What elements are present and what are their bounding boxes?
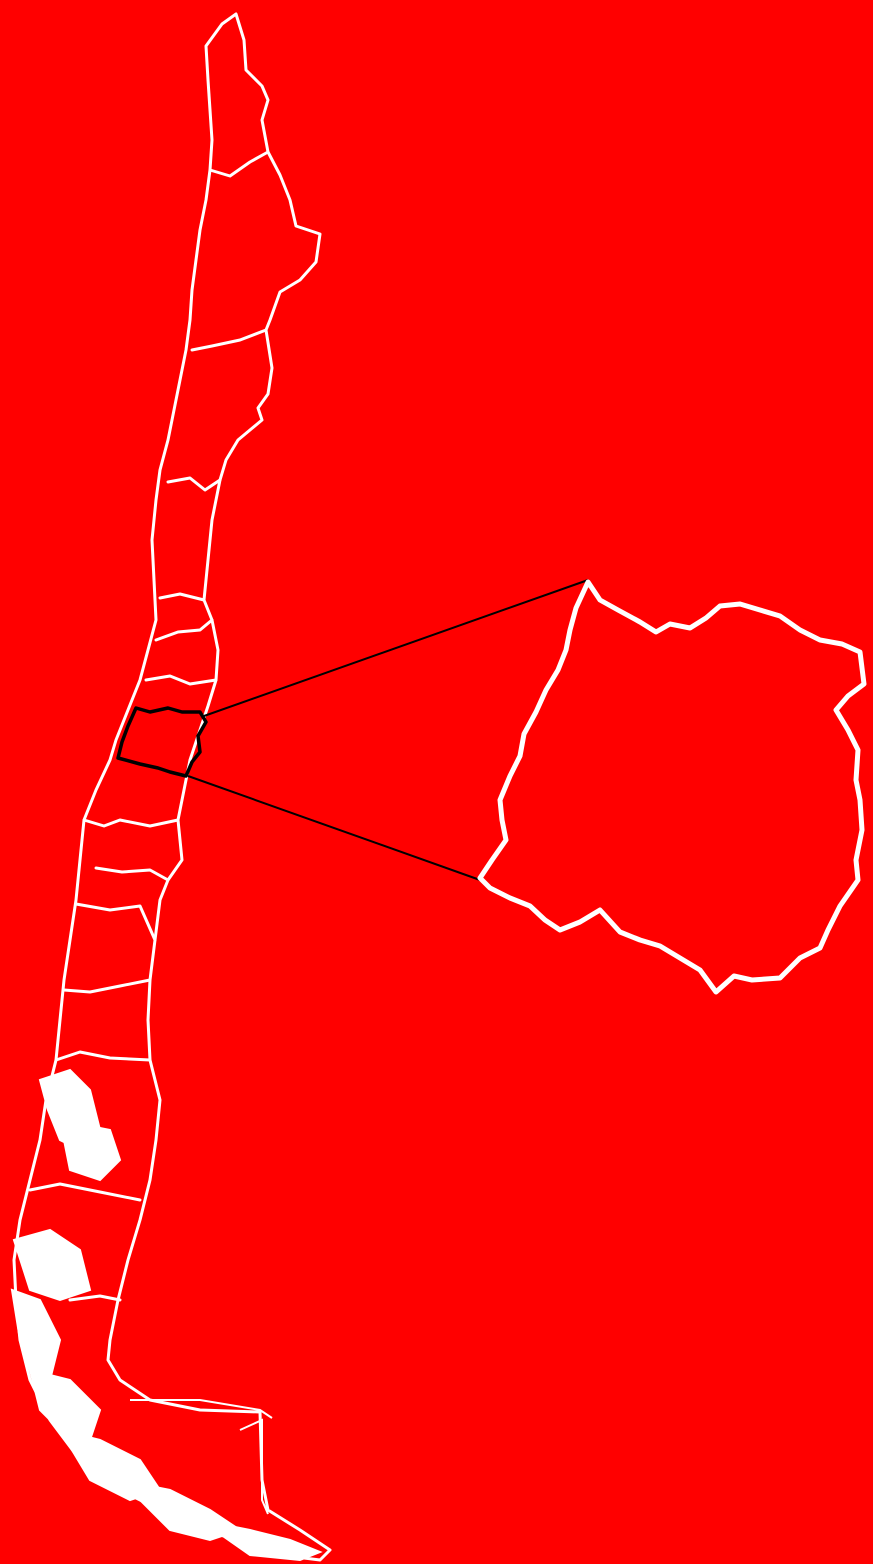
region-boundary-6: [144, 674, 218, 686]
inset-region-enlarged: [477, 579, 867, 995]
region-boundary-13: [68, 1294, 122, 1302]
region-boundary-1: [208, 150, 270, 178]
region-boundary-5: [154, 618, 214, 642]
region-boundary-10: [62, 978, 152, 994]
leader-line-top: [203, 579, 589, 717]
highlighted-region: [116, 706, 208, 778]
region-boundary-4: [158, 592, 206, 602]
region-boundary-2: [190, 328, 268, 352]
region-boundary-11: [54, 1050, 152, 1062]
region-boundary-3: [166, 476, 222, 492]
country-outline: [12, 12, 332, 1562]
region-boundary-9: [74, 902, 157, 942]
region-boundary-12: [28, 1182, 142, 1202]
region-boundary-8: [94, 866, 170, 882]
region-boundary-7: [82, 818, 180, 828]
southern-region-boundary: [130, 1399, 273, 1515]
southern-islands: [10, 1068, 323, 1562]
leader-line-bottom: [187, 775, 481, 881]
